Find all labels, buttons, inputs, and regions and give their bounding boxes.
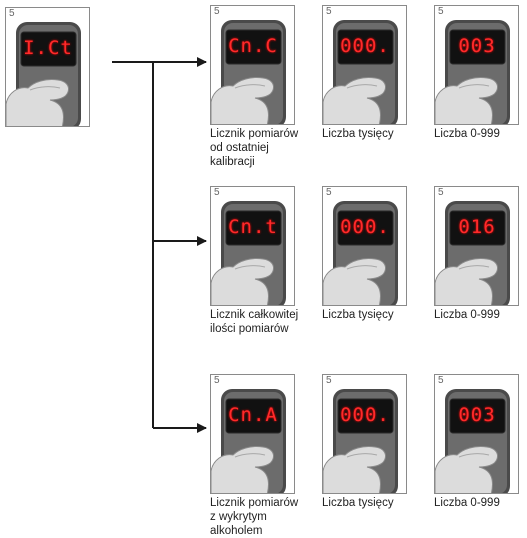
display-value: 000. (340, 215, 390, 238)
device-illustration (435, 201, 510, 305)
display-value: I.Ct (23, 36, 73, 59)
caption-line: Liczba 0-999 (434, 128, 500, 140)
tile-caption: Licznik pomiarów od ostatniej kalibracji (210, 127, 298, 169)
tile-number: 5 (214, 6, 220, 17)
display-value: 000. (340, 403, 390, 426)
tile-caption: Liczba tysięcy (322, 496, 394, 510)
tile-caption: Liczba 0-999 (434, 127, 500, 141)
led-display: Cn.C (227, 33, 279, 59)
tile-number: 5 (9, 8, 15, 19)
tile-caption: Licznik całkowitej ilości pomiarów (210, 308, 298, 336)
display-value: Cn.A (228, 403, 278, 426)
device-tile: 5 003 (434, 374, 519, 494)
device-tile: 5 000. (322, 5, 407, 125)
tile-caption: Liczba 0-999 (434, 496, 500, 510)
tile-number: 5 (326, 187, 332, 198)
caption-line: Licznik całkowitej (210, 309, 299, 321)
device-tile: 5 000. (322, 186, 407, 306)
led-display: Cn.A (227, 402, 279, 428)
display-value: 016 (458, 215, 496, 238)
device-illustration (435, 389, 510, 493)
device-illustration (323, 389, 398, 493)
device-illustration (323, 201, 398, 305)
device-tile: 5 003 (434, 5, 519, 125)
tile-caption: Liczba tysięcy (322, 127, 394, 141)
led-display: 003 (451, 402, 503, 428)
led-display: 000. (339, 214, 391, 240)
device-illustration (211, 389, 286, 493)
device-tile: 5 016 (434, 186, 519, 306)
device-illustration (211, 201, 286, 305)
led-display: 003 (451, 33, 503, 59)
tile-number: 5 (438, 187, 444, 198)
tile-caption: Liczba tysięcy (322, 308, 394, 322)
display-value: 003 (458, 34, 496, 57)
led-display: I.Ct (22, 35, 74, 61)
display-value: 003 (458, 403, 496, 426)
tile-number: 5 (438, 6, 444, 17)
caption-line: ilości pomiarów (210, 323, 289, 335)
device-illustration (6, 22, 81, 126)
tile-number: 5 (214, 187, 220, 198)
tile-number: 5 (326, 6, 332, 17)
caption-line: Licznik pomiarów (210, 128, 299, 140)
device-illustration (323, 20, 398, 124)
tile-caption: Liczba 0-999 (434, 308, 500, 322)
caption-line: z wykrytym (210, 511, 267, 523)
caption-line: Liczba 0-999 (434, 497, 500, 509)
caption-line: Liczba tysięcy (322, 128, 394, 140)
tile-caption: Licznik pomiarów z wykrytym alkoholem (210, 496, 298, 538)
device-tile-start: 5 I.Ct (5, 7, 90, 127)
led-display: 000. (339, 402, 391, 428)
led-display: Cn.t (227, 214, 279, 240)
display-value: 000. (340, 34, 390, 57)
caption-line: Licznik pomiarów (210, 497, 299, 509)
device-illustration (435, 20, 510, 124)
device-tile: 5 000. (322, 374, 407, 494)
caption-line: alkoholem (210, 525, 263, 537)
led-display: 016 (451, 214, 503, 240)
display-value: Cn.t (228, 215, 278, 238)
tile-number: 5 (438, 375, 444, 386)
caption-line: Liczba tysięcy (322, 309, 394, 321)
device-illustration (211, 20, 286, 124)
display-value: Cn.C (228, 34, 278, 57)
caption-line: Liczba 0-999 (434, 309, 500, 321)
caption-line: kalibracji (210, 156, 255, 168)
tile-number: 5 (326, 375, 332, 386)
tile-number: 5 (214, 375, 220, 386)
caption-line: od ostatniej (210, 142, 269, 154)
caption-line: Liczba tysięcy (322, 497, 394, 509)
led-display: 000. (339, 33, 391, 59)
